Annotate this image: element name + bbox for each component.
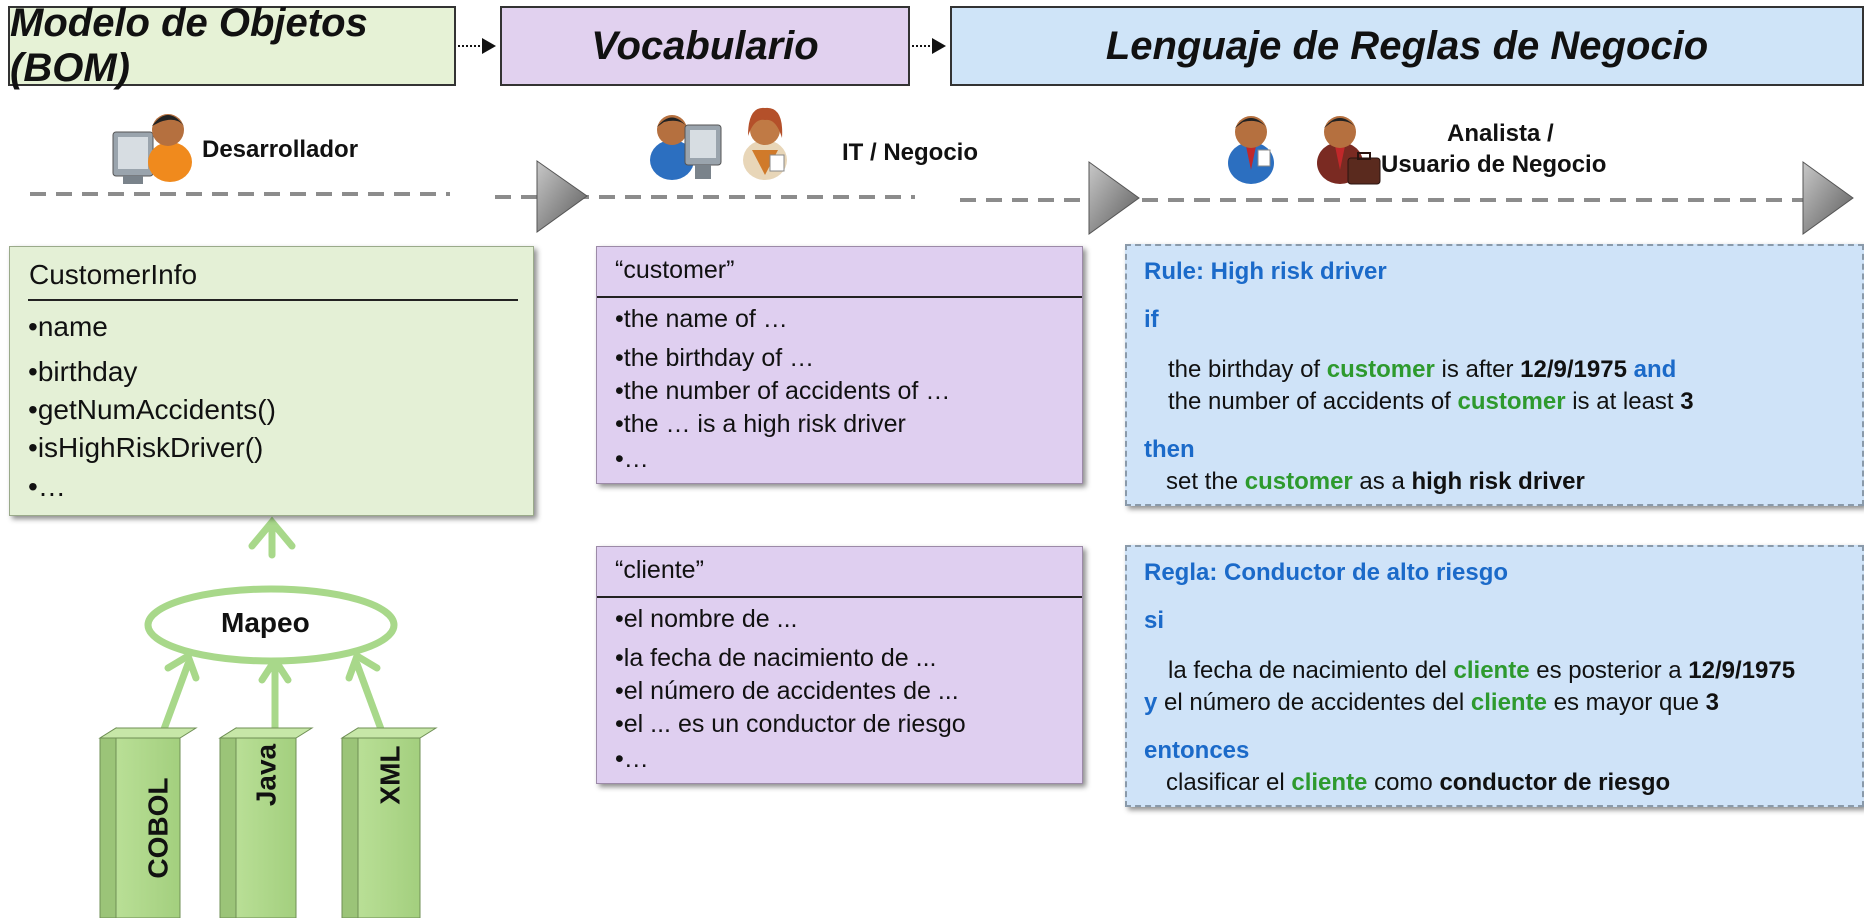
rule-en-c1-op: is after — [1434, 356, 1521, 383]
rule-es-c1-op: es posterior a — [1529, 657, 1689, 684]
rule-es-if-keyword: si — [1144, 607, 1165, 634]
rule-es-c1-text: la fecha de nacimiento del — [1168, 657, 1454, 684]
vocab-es-item: el número de accidentes de ... — [615, 677, 959, 706]
rule-es-c1-term: cliente — [1453, 657, 1530, 684]
rule-en-c1-text: the birthday of — [1168, 356, 1327, 383]
vocab-box-en: “customer” the name of … the birthday of… — [596, 246, 1083, 484]
rule-en-c2-value: 3 — [1680, 388, 1694, 415]
rule-es-c2-value: 3 — [1705, 689, 1720, 716]
vocab-es-item: … — [615, 745, 649, 774]
header-bom: Modelo de Objetos (BOM) — [8, 1, 456, 90]
source-column-cobol — [98, 727, 198, 918]
vocab-en-item: the … is a high risk driver — [615, 410, 906, 439]
bom-member-get-num-accidents: getNumAccidents() — [28, 394, 276, 426]
rule-en-c2-op: is at least — [1565, 388, 1681, 415]
rule-en-a-op: as a — [1352, 468, 1412, 495]
header-rule-language: Lenguaje de Reglas de Negocio — [950, 6, 1864, 86]
header-vocabulary-label: Vocabulario — [591, 23, 819, 68]
it-user-icon — [650, 115, 722, 180]
triangle-arrow-1 — [536, 160, 588, 233]
rule-box-es: Regla: Conductor de alto riesgo si la fe… — [1125, 545, 1864, 807]
vocab-en-item: the number of accidents of … — [615, 377, 951, 406]
rule-en-a-term: customer — [1244, 468, 1353, 495]
header-vocabulary: Vocabulario — [500, 6, 910, 86]
rule-es-a-text: clasificar el — [1166, 769, 1292, 796]
vocab-es-item: la fecha de nacimiento de ... — [615, 644, 937, 673]
rule-en-condition-1: the birthday of customer is after 12/9/1… — [1168, 356, 1676, 384]
rule-es-a-value: conductor de riesgo — [1439, 769, 1671, 796]
vocab-en-separator — [597, 296, 1082, 298]
vocab-es-item: el ... es un conductor de riesgo — [615, 710, 966, 739]
rule-en-c1-term: customer — [1326, 356, 1435, 383]
rule-es-c1-value: 12/9/1975 — [1688, 657, 1796, 684]
analyst-icon — [1228, 116, 1274, 184]
rule-es-title: Regla: Conductor de alto riesgo — [1144, 559, 1509, 586]
bom-class-box: CustomerInfo name birthday getNumAcciden… — [9, 246, 534, 516]
rule-en-if-keyword: if — [1144, 306, 1159, 333]
role-developer: Desarrollador — [202, 136, 359, 163]
rule-es-a-op: como — [1367, 769, 1440, 796]
triangle-arrow-3 — [1802, 161, 1854, 235]
role-it-business: IT / Negocio — [842, 139, 979, 166]
rule-en-c2-term: customer — [1457, 388, 1566, 415]
rule-en-then-keyword: then — [1144, 436, 1195, 463]
vocab-es-item: el nombre de ... — [615, 605, 798, 634]
rule-es-c2-term: cliente — [1470, 689, 1547, 716]
rule-es-c2-y: y — [1144, 689, 1158, 716]
rule-en-c1-value: 12/9/1975 — [1520, 356, 1627, 383]
rule-en-a-text: set the — [1166, 468, 1245, 495]
rule-es-then-keyword: entonces — [1144, 737, 1250, 764]
rule-en-c2-text: the number of accidents of — [1168, 388, 1458, 415]
rule-en-action: set the customer as a high risk driver — [1166, 468, 1585, 496]
vocab-es-title: “cliente” — [615, 556, 704, 584]
source-column-java — [218, 727, 314, 918]
source-label-java: Java — [250, 743, 281, 806]
bom-class-name: CustomerInfo — [29, 259, 198, 290]
role-analyst-line1: Analista / — [1447, 120, 1554, 147]
source-label-cobol: COBOL — [142, 777, 173, 878]
rule-en-a-value: high risk driver — [1411, 468, 1585, 495]
role-analyst-line2: Usuario de Negocio — [1381, 151, 1607, 178]
rule-es-condition-1: la fecha de nacimiento del cliente es po… — [1168, 657, 1795, 685]
bom-member-name: name — [28, 311, 108, 343]
vocab-en-item: … — [615, 445, 649, 474]
mapping-ellipse — [144, 585, 398, 665]
source-column-xml — [340, 727, 438, 918]
triangle-arrow-2 — [1088, 161, 1140, 235]
rule-en-condition-2: the number of accidents of customer is a… — [1168, 388, 1694, 416]
header-bom-label: Modelo de Objetos (BOM) — [10, 1, 368, 90]
rule-box-en: Rule: High risk driver if the birthday o… — [1125, 244, 1864, 506]
developer-icon — [112, 114, 192, 184]
bom-member-more: … — [28, 471, 66, 503]
mapping-label: Mapeo — [221, 607, 310, 638]
source-label-xml: XML — [374, 745, 405, 804]
bom-member-birthday: birthday — [28, 356, 138, 388]
business-user-icon — [743, 107, 787, 180]
bom-member-is-high-risk-driver: isHighRiskDriver() — [28, 432, 264, 464]
rule-es-condition-2: y el número de accidentes del cliente es… — [1144, 689, 1719, 717]
rule-es-action: clasificar el cliente como conductor de … — [1166, 769, 1670, 797]
vocab-en-item: the name of … — [615, 305, 788, 334]
rule-en-c1-and: and — [1626, 356, 1677, 383]
mapping-arrows — [156, 516, 389, 744]
vocab-en-item: the birthday of … — [615, 344, 814, 373]
vocab-es-separator — [597, 596, 1082, 598]
header-rule-language-label: Lenguaje de Reglas de Negocio — [1105, 23, 1709, 68]
rule-es-a-term: cliente — [1291, 769, 1368, 796]
vocab-box-es: “cliente” el nombre de ... la fecha de n… — [596, 546, 1083, 784]
rule-es-c2-op: es mayor que — [1546, 689, 1706, 716]
bom-class-separator — [28, 299, 518, 301]
business-user-briefcase-icon — [1317, 116, 1381, 185]
rule-es-c2-text: el número de accidentes del — [1157, 689, 1471, 716]
vocab-en-title: “customer” — [615, 256, 735, 284]
rule-en-title: Rule: High risk driver — [1144, 258, 1387, 285]
